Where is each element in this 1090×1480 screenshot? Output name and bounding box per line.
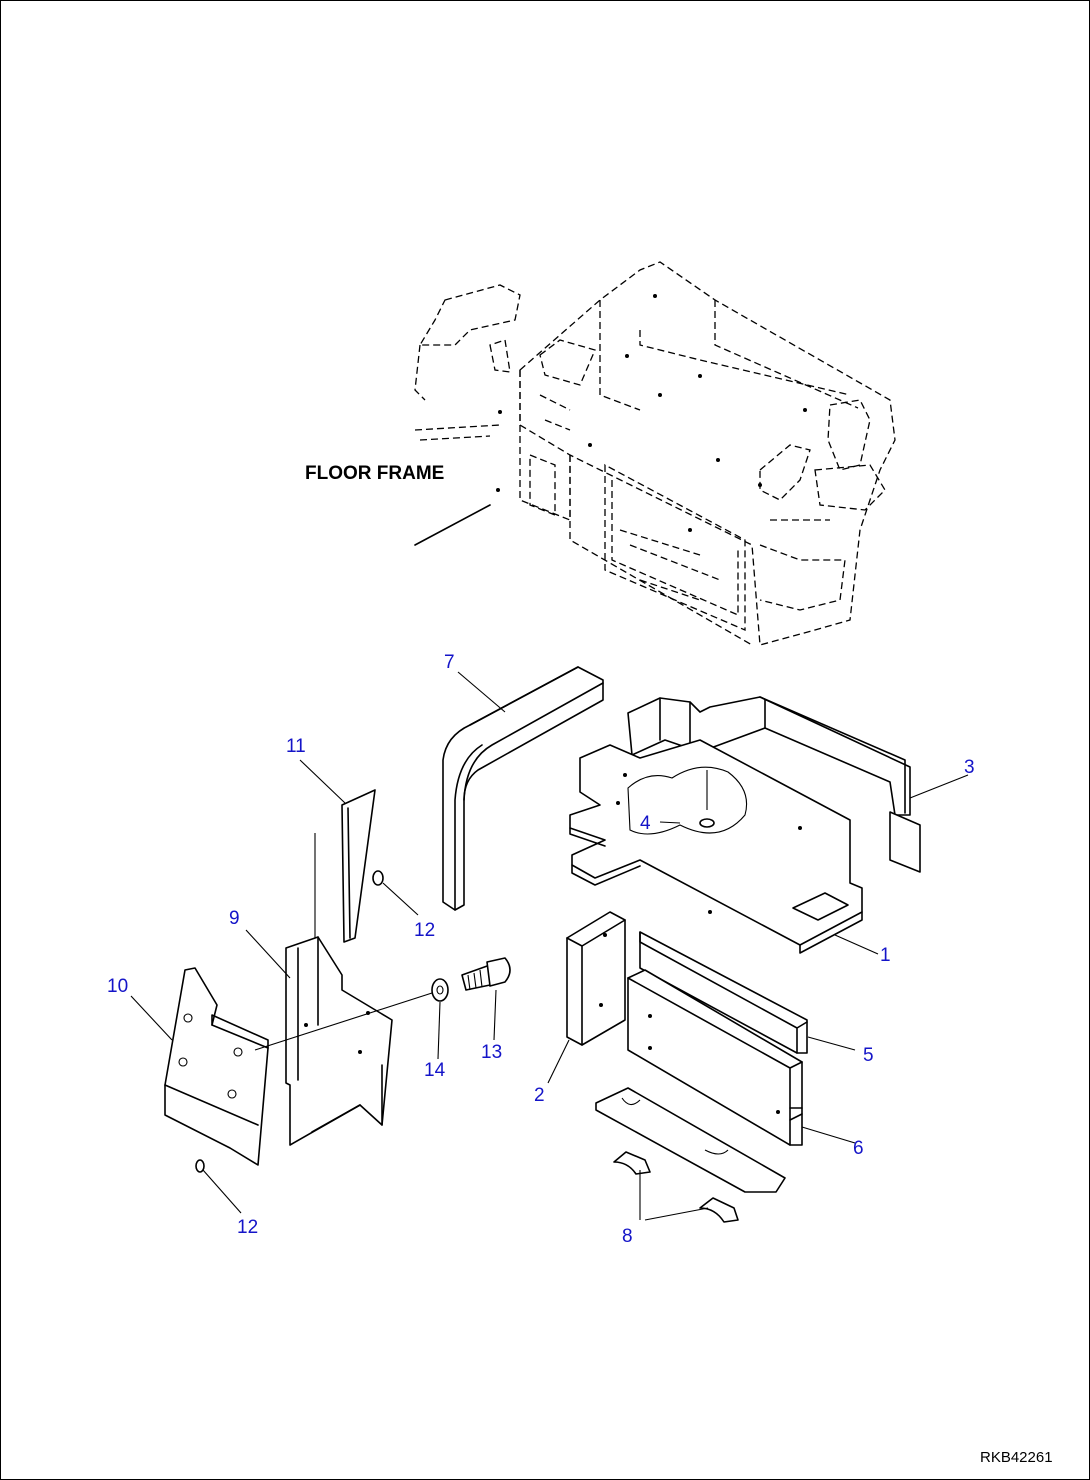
- part-1-floor-plate: [569, 739, 863, 954]
- part-6-thick-block: [627, 969, 803, 1146]
- callout-4: 4: [640, 813, 651, 834]
- part-10-front-panel: [164, 967, 269, 1173]
- callout-9: 9: [229, 908, 240, 929]
- callout-10: 10: [107, 976, 128, 997]
- leader-lines: [130, 671, 969, 1221]
- part-9-side-panel: [285, 833, 393, 1146]
- floor-frame-outline: [414, 261, 896, 646]
- callout-3: 3: [964, 757, 975, 778]
- callout-8: 8: [622, 1226, 633, 1247]
- part-3-duct-plate: [627, 696, 921, 873]
- floor-frame-label: FLOOR FRAME: [305, 463, 444, 484]
- callout-5: 5: [863, 1045, 874, 1066]
- part-8-clip-plate: [595, 1087, 786, 1223]
- callout-1: 1: [880, 945, 891, 966]
- callout-13: 13: [481, 1042, 502, 1063]
- part-11-narrow-plate: [341, 789, 384, 943]
- part-14-washer: [431, 978, 449, 1002]
- callout-14: 14: [424, 1060, 446, 1081]
- callout-12-lower: 12: [237, 1217, 258, 1238]
- part-7-bent-strip: [442, 666, 604, 911]
- part-2-block: [566, 911, 626, 1046]
- callout-7: 7: [444, 652, 455, 673]
- callout-labels: 7 3 4 1 5 6 2 8 9 11 10 12 12 13 14: [107, 652, 975, 1247]
- drawing-code: RKB42261: [980, 1449, 1053, 1466]
- part-5-long-strip: [639, 931, 808, 1054]
- part-13-bolt: [461, 957, 511, 991]
- callout-6: 6: [853, 1138, 864, 1159]
- callout-11: 11: [286, 736, 306, 757]
- callout-2: 2: [534, 1085, 545, 1106]
- callout-12-upper: 12: [414, 920, 435, 941]
- assembly-line: [254, 992, 433, 1051]
